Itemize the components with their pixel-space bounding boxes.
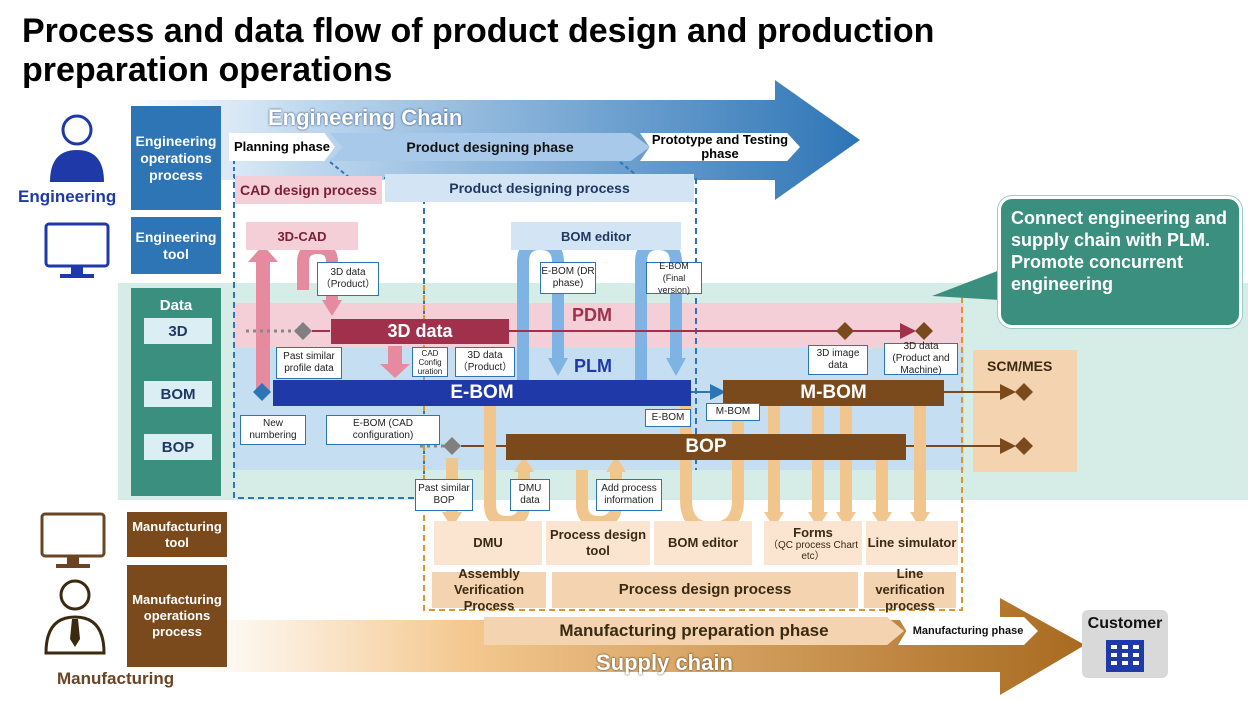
scm-mes-label: SCM/MES — [987, 358, 1053, 374]
ebom-bar: E-BOM — [273, 380, 691, 406]
process-assembly-verification: Assembly Verification Process — [432, 566, 546, 613]
tool-bom-editor: BOM editor — [654, 521, 752, 565]
note-ebom-final: E-BOM (Final version) — [646, 261, 702, 295]
tool-line-simulator: Line simulator — [866, 521, 958, 565]
manufacturing-monitor-icon — [40, 512, 106, 568]
manufacturing-tool-box: Manufacturing tool — [127, 512, 227, 557]
role-manufacturing: Manufacturing — [57, 669, 175, 688]
manufacturing-dashed-region — [423, 285, 963, 611]
note-add-process-info: Add process information — [596, 479, 662, 511]
data-bom-box: BOM — [144, 381, 212, 407]
supply-chain-label: Supply chain — [596, 650, 733, 675]
diamond-marker — [1015, 437, 1033, 455]
tool-forms-label: Forms — [793, 525, 833, 540]
diamond-marker — [294, 322, 312, 340]
note-new-numbering: New numbering — [240, 415, 306, 445]
process-line-verification: Line verification process — [864, 566, 956, 613]
data-bop-box: BOP — [144, 434, 212, 460]
note-ebom-cad-configuration: E-BOM (CAD configuration) — [326, 415, 440, 445]
manufacturer-person-icon — [44, 579, 106, 655]
phase-manufacturing: Manufacturing phase — [898, 617, 1038, 645]
diamond-marker — [915, 322, 933, 340]
note-3d-data-machine: 3D data (Product and Machine) — [884, 341, 958, 376]
diamond-marker — [836, 322, 854, 340]
tool-process-design: Process design tool — [546, 521, 650, 565]
manufacturing-operations-box: Manufacturing operations process — [127, 565, 227, 667]
title-line-2: preparation operations — [22, 51, 393, 89]
note-past-similar-bop: Past similar BOP — [415, 479, 473, 511]
note-ebom-dr: E-BOM (DR phase) — [540, 262, 596, 294]
customer-label: Customer — [1087, 615, 1163, 632]
tool-bom-editor-top: BOM editor — [511, 222, 681, 250]
diamond-marker — [443, 437, 461, 455]
tool-forms-sub: （QC process Chart etc） — [767, 540, 859, 562]
note-past-similar-profile: Past similar profile data — [276, 347, 342, 379]
data-3d-bar: 3D data — [331, 319, 509, 344]
building-icon — [1106, 640, 1144, 672]
tool-forms: Forms （QC process Chart etc） — [764, 521, 862, 565]
note-cad-configuration: CAD Config uration — [412, 347, 448, 377]
pdm-label: PDM — [572, 305, 612, 325]
mbom-bar: M-BOM — [723, 380, 944, 406]
engineering-operations-box: Engineering operations process — [131, 106, 221, 210]
engineering-chain-label: Engineering Chain — [268, 105, 463, 130]
title-line-1: Process and data flow of product design … — [22, 12, 935, 50]
role-engineering: Engineering — [18, 187, 117, 206]
engineering-monitor-icon — [44, 222, 110, 278]
customer-box: Customer — [1082, 610, 1168, 678]
engineering-tool-box: Engineering tool — [131, 217, 221, 274]
phase-product-designing: Product designing phase — [330, 133, 650, 161]
page-title: Process and data flow of product design … — [22, 12, 1122, 90]
engineer-person-icon — [50, 114, 104, 182]
bop-bar: BOP — [506, 434, 906, 460]
data-label: Data — [159, 296, 193, 314]
callout-bubble: Connect engineering and supply chain wit… — [998, 196, 1242, 328]
note-3d-data-product-2: 3D data（Product） — [455, 347, 515, 377]
note-dmu-data: DMU data — [510, 479, 550, 511]
tool-dmu: DMU — [434, 521, 542, 565]
phase-planning: Planning phase — [229, 133, 335, 161]
data-3d-box: 3D — [144, 318, 212, 344]
tool-3d-cad: 3D-CAD — [246, 222, 358, 250]
phase-prototype: Prototype and Testing phase — [640, 133, 800, 161]
product-designing-process: Product designing process — [385, 174, 694, 202]
note-ebom: E-BOM — [645, 409, 691, 427]
note-mbom: M-BOM — [706, 403, 760, 421]
cad-design-process: CAD design process — [235, 176, 382, 204]
note-3d-image-data: 3D image data — [808, 345, 868, 375]
diamond-marker — [253, 383, 271, 401]
plm-label: PLM — [574, 356, 612, 376]
note-3d-data-product: 3D data（Product） — [317, 262, 379, 296]
phase-manufacturing-preparation: Manufacturing preparation phase — [484, 617, 904, 645]
diamond-marker — [1015, 383, 1033, 401]
process-design-process: Process design process — [552, 572, 858, 608]
